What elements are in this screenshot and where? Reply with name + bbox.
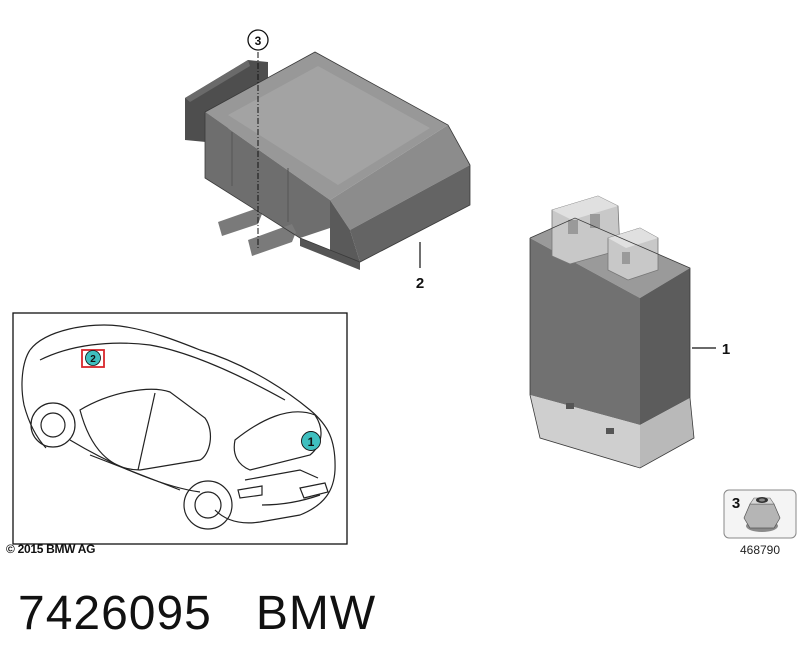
marker-1-label: 1	[308, 435, 315, 449]
nut-icon	[743, 497, 781, 532]
marker-2-label: 2	[90, 354, 96, 365]
copyright-notice: © 2015 BMW AG	[6, 542, 96, 556]
footer-title: 7426095 BMW	[18, 586, 376, 641]
callout-circle-3	[247, 29, 269, 51]
inset-frame	[12, 312, 348, 545]
marker-2-highlight	[81, 349, 105, 368]
callout-label-3: 3	[255, 34, 262, 48]
marker-1-circle	[301, 431, 321, 451]
nut-box-label: 3	[732, 495, 740, 512]
vehicle-location-inset: 2 1	[12, 312, 348, 545]
nut-part-code: 468790	[739, 543, 781, 557]
vehicle-outline	[21, 324, 336, 530]
brand-name: BMW	[255, 587, 377, 640]
part-number: 7426095	[18, 587, 212, 640]
control-unit-part-1	[529, 195, 695, 469]
callout-label-1: 1	[722, 341, 730, 358]
parts-diagram: 3 2 1	[12, 29, 797, 545]
control-module-part-2	[185, 51, 471, 270]
marker-2-circle	[85, 350, 101, 366]
nut-detail-box: 3	[723, 489, 797, 539]
callout-label-2: 2	[416, 275, 424, 292]
